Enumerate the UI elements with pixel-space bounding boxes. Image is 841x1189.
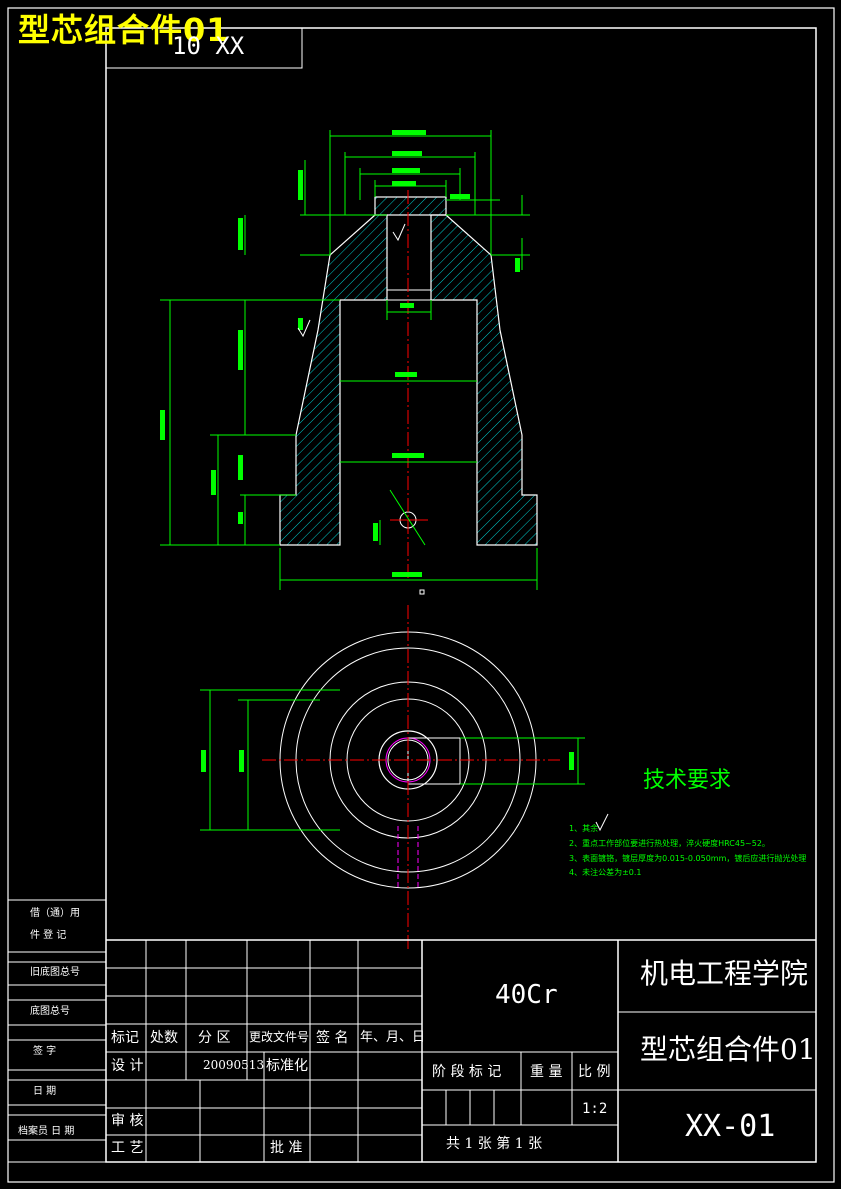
strip-archive: 档案员 日 期 xyxy=(18,1126,75,1137)
roughness-icon xyxy=(595,813,609,832)
dim-labels xyxy=(160,130,520,577)
origin-marker xyxy=(419,589,425,595)
roughness-icon-top xyxy=(392,223,406,242)
school-name: 机电工程学院 xyxy=(640,957,809,990)
col-date: 年、月、日 xyxy=(360,1030,426,1045)
strip-date: 日 期 xyxy=(33,1086,57,1097)
strip-base: 底图总号 xyxy=(30,1006,70,1017)
strip-sign: 签 字 xyxy=(33,1046,57,1057)
code-box xyxy=(105,27,303,69)
section-view xyxy=(160,130,538,590)
code-box-label: 10 XX xyxy=(172,32,245,60)
standard-label: 标准化 xyxy=(266,1058,308,1074)
sheet-count: 共 1 张 第 1 张 xyxy=(446,1136,543,1152)
material: 40Cr xyxy=(495,980,558,1010)
key-slot xyxy=(407,737,461,785)
col-zone: 分 区 xyxy=(198,1030,231,1046)
outer-frame xyxy=(7,7,835,1183)
drawing-number: XX-01 xyxy=(685,1109,776,1144)
right-wall xyxy=(430,214,538,546)
design-date: 20090513 xyxy=(203,1058,265,1072)
part-name: 型芯组合件01 xyxy=(640,1033,816,1066)
process-label: 工 艺 xyxy=(111,1140,144,1156)
top-view-dims xyxy=(200,689,585,831)
col-count: 处数 xyxy=(150,1030,178,1046)
stage-label: 阶 段 标 记 xyxy=(432,1064,502,1080)
bore-step xyxy=(386,289,432,301)
tech-note-4: 4、未注公差为±0.1 xyxy=(569,868,642,877)
approve-label: 批 准 xyxy=(270,1140,303,1156)
tech-note-3: 3、表面镀铬，镀层厚度为0.015-0.050mm，镀后应进行抛光处理 xyxy=(569,854,807,863)
col-mark: 标记 xyxy=(111,1030,139,1046)
inner-frame xyxy=(105,27,817,1163)
banner-title: 型芯组合件01 xyxy=(18,11,230,49)
tech-title: 技术要求 xyxy=(643,768,732,793)
strip-borrow-2: 件 登 记 xyxy=(30,930,67,941)
title-block-grid xyxy=(106,939,816,1162)
col-doc: 更改文件号 xyxy=(249,1030,310,1044)
left-strip-grid xyxy=(7,899,107,1163)
scale-value: 1:2 xyxy=(582,1101,608,1117)
review-label: 审 核 xyxy=(111,1113,144,1129)
top-dimensions xyxy=(160,130,538,590)
roughness-icon-side xyxy=(297,319,311,338)
design-label: 设 计 xyxy=(111,1058,144,1074)
tech-note-2: 2、重点工作部位要进行热处理，淬火硬度HRC45~52。 xyxy=(569,839,770,848)
top-view xyxy=(200,605,585,950)
top-boss xyxy=(374,196,447,216)
strip-borrow-1: 借（通）用 xyxy=(30,908,80,919)
strip-old-base: 旧底图总号 xyxy=(30,967,80,978)
weight-label: 重 量 xyxy=(530,1064,563,1080)
scale-label: 比 例 xyxy=(578,1064,611,1080)
upper-bore xyxy=(386,214,432,301)
tech-note-1: 1、其余 xyxy=(569,824,599,833)
col-sign: 签 名 xyxy=(316,1030,349,1046)
left-wall xyxy=(279,214,388,546)
